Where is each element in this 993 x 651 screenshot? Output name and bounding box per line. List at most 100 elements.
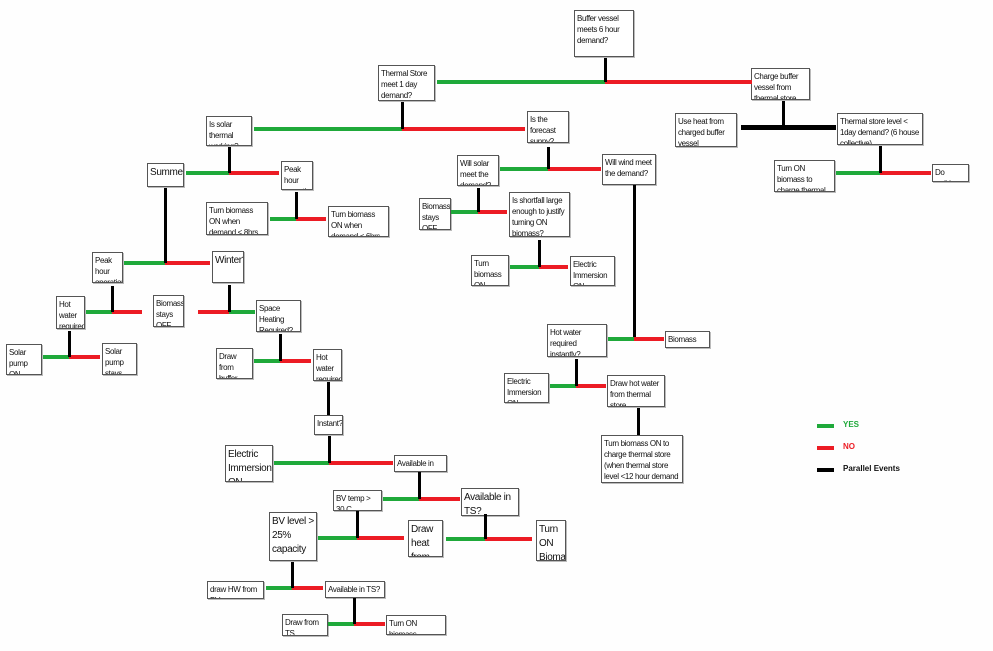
yes-branch-line (451, 210, 478, 214)
node-shortfall: Is shortfall large enough to justify tur… (509, 192, 570, 237)
node-hw-instantly: Hot water required instantly? (547, 324, 607, 357)
legend-parallel-label: Parallel Events (843, 464, 900, 473)
decision-stem-line (604, 58, 607, 82)
legend-yes-line (817, 424, 834, 428)
node-biomass-charge-12h: Turn biomass ON to charge thermal store … (601, 435, 683, 483)
decision-stem-line (164, 188, 167, 263)
no-branch-line (229, 171, 279, 175)
node-wind-meet: Will wind meet the demand? (602, 154, 656, 185)
decision-stem-line (575, 359, 578, 386)
yes-branch-line (608, 337, 634, 341)
decision-stem-line (484, 514, 487, 539)
node-turn-biomass-on: Turn biomass ON (471, 255, 509, 286)
yes-branch-line (446, 537, 485, 541)
node-ts-1day: Thermal Store meet 1 day demand? (378, 65, 435, 101)
node-draw-hw-ts: Draw hot water from thermal store (607, 375, 665, 407)
node-do-nothing: Do nothing. (932, 164, 969, 182)
no-branch-line (357, 536, 404, 540)
no-branch-line (198, 310, 229, 314)
node-peak-left: Peak hour operation? (92, 252, 123, 283)
yes-branch-line (266, 586, 292, 590)
no-branch-line (402, 127, 525, 131)
decision-stem-line (356, 511, 359, 538)
no-branch-line (165, 261, 210, 265)
node-draw-hw-bv: draw HW from BV (207, 581, 264, 599)
node-ei-on-upper: Electric Immersion ON (570, 256, 615, 286)
decision-stem-line (295, 192, 298, 219)
yes-branch-line (437, 80, 605, 84)
node-ts-level: Thermal store level < 1day demand? (6 ho… (837, 113, 923, 145)
decision-stem-line (477, 188, 480, 212)
parallel-events-line (741, 125, 836, 130)
yes-branch-line (318, 536, 357, 540)
yes-branch-line (500, 167, 548, 171)
decision-stem-line (547, 147, 550, 169)
node-ei-on-right: Electric Immersion ON (504, 373, 549, 403)
node-biomass-on: Biomass ON (665, 331, 710, 348)
no-branch-line (576, 384, 606, 388)
node-bv-temp: BV temp > 30 C (333, 490, 382, 511)
node-space-heating: Space Heating Required? (256, 300, 301, 332)
yes-branch-line (86, 310, 112, 314)
no-branch-line (292, 586, 323, 590)
node-biomass-6hrs: Turn biomass ON when demand < 6hrs (328, 206, 389, 237)
no-branch-line (329, 461, 393, 465)
no-branch-line (485, 537, 532, 541)
node-biomass-off-left: Biomass stays OFF (153, 295, 184, 327)
decision-stem-line (228, 285, 231, 312)
yes-branch-line (270, 217, 296, 221)
node-turn-on-biomass-bottom: Turn ON biomass (386, 615, 446, 635)
decision-stem-line (633, 185, 636, 339)
no-branch-line (880, 171, 931, 175)
node-avail-ts-bottom: Available in TS? (325, 581, 385, 598)
legend-yes-label: YES (843, 420, 860, 429)
node-avail-ts: Available in TS? (461, 488, 519, 516)
node-solar-pump-off: Solar pump stays OFF (102, 343, 137, 375)
node-draw-heat-ts: Draw heat from TS (408, 520, 443, 557)
decision-stem-line (418, 472, 421, 499)
legend-no-line (817, 446, 834, 450)
yes-branch-line (229, 310, 255, 314)
yes-branch-line (836, 171, 880, 175)
node-solar-working: Is solar thermal working? (206, 116, 252, 146)
no-branch-line (634, 337, 664, 341)
legend-parallel-line (817, 468, 834, 472)
no-branch-line (112, 310, 142, 314)
node-instant: Instant? (314, 415, 343, 435)
yes-branch-line (274, 461, 329, 465)
decision-stem-line (111, 286, 114, 312)
node-charge-bv: Charge buffer vessel from thermal store (751, 68, 810, 100)
node-biomass-8hrs: Turn biomass ON when demand < 8hrs (206, 202, 268, 235)
no-branch-line (419, 497, 460, 501)
node-turn-on-biomass: Turn ON Biomass (536, 520, 566, 561)
node-biomass-charge-ts: Turn ON biomass to charge thermal store (774, 160, 835, 192)
decision-stem-line (228, 147, 231, 173)
node-peak-top: Peak hour operation? (281, 161, 313, 190)
yes-branch-line (550, 384, 576, 388)
no-branch-line (605, 80, 752, 84)
node-draw-bv: Draw from buffer vessel (216, 348, 253, 379)
no-branch-line (548, 167, 601, 171)
decision-stem-line (68, 331, 71, 357)
node-forecast-sunny: Is the forecast sunny? (527, 111, 569, 143)
decision-stem-line (291, 562, 294, 588)
no-branch-line (539, 265, 568, 269)
node-hw-left: Hot water required? (56, 296, 85, 329)
node-solar-meet: Will solar meet the demand? (457, 155, 499, 186)
node-avail-bv: Available in BV? (394, 455, 447, 472)
node-bv-level: BV level > 25% capacity (269, 512, 317, 561)
node-hw-mid: Hot water required? (313, 349, 342, 381)
decision-stem-line (279, 334, 282, 361)
yes-branch-line (124, 261, 165, 265)
connector-line (637, 408, 640, 435)
node-use-heat-bv: Use heat from charged buffer vessel (675, 113, 737, 147)
no-branch-line (296, 217, 326, 221)
legend-no-label: NO (843, 442, 855, 451)
yes-branch-line (383, 497, 419, 501)
yes-branch-line (254, 359, 280, 363)
connector-line (327, 382, 330, 415)
node-winter: Winter? (212, 251, 244, 283)
decision-stem-line (401, 102, 404, 129)
yes-branch-line (43, 355, 69, 359)
